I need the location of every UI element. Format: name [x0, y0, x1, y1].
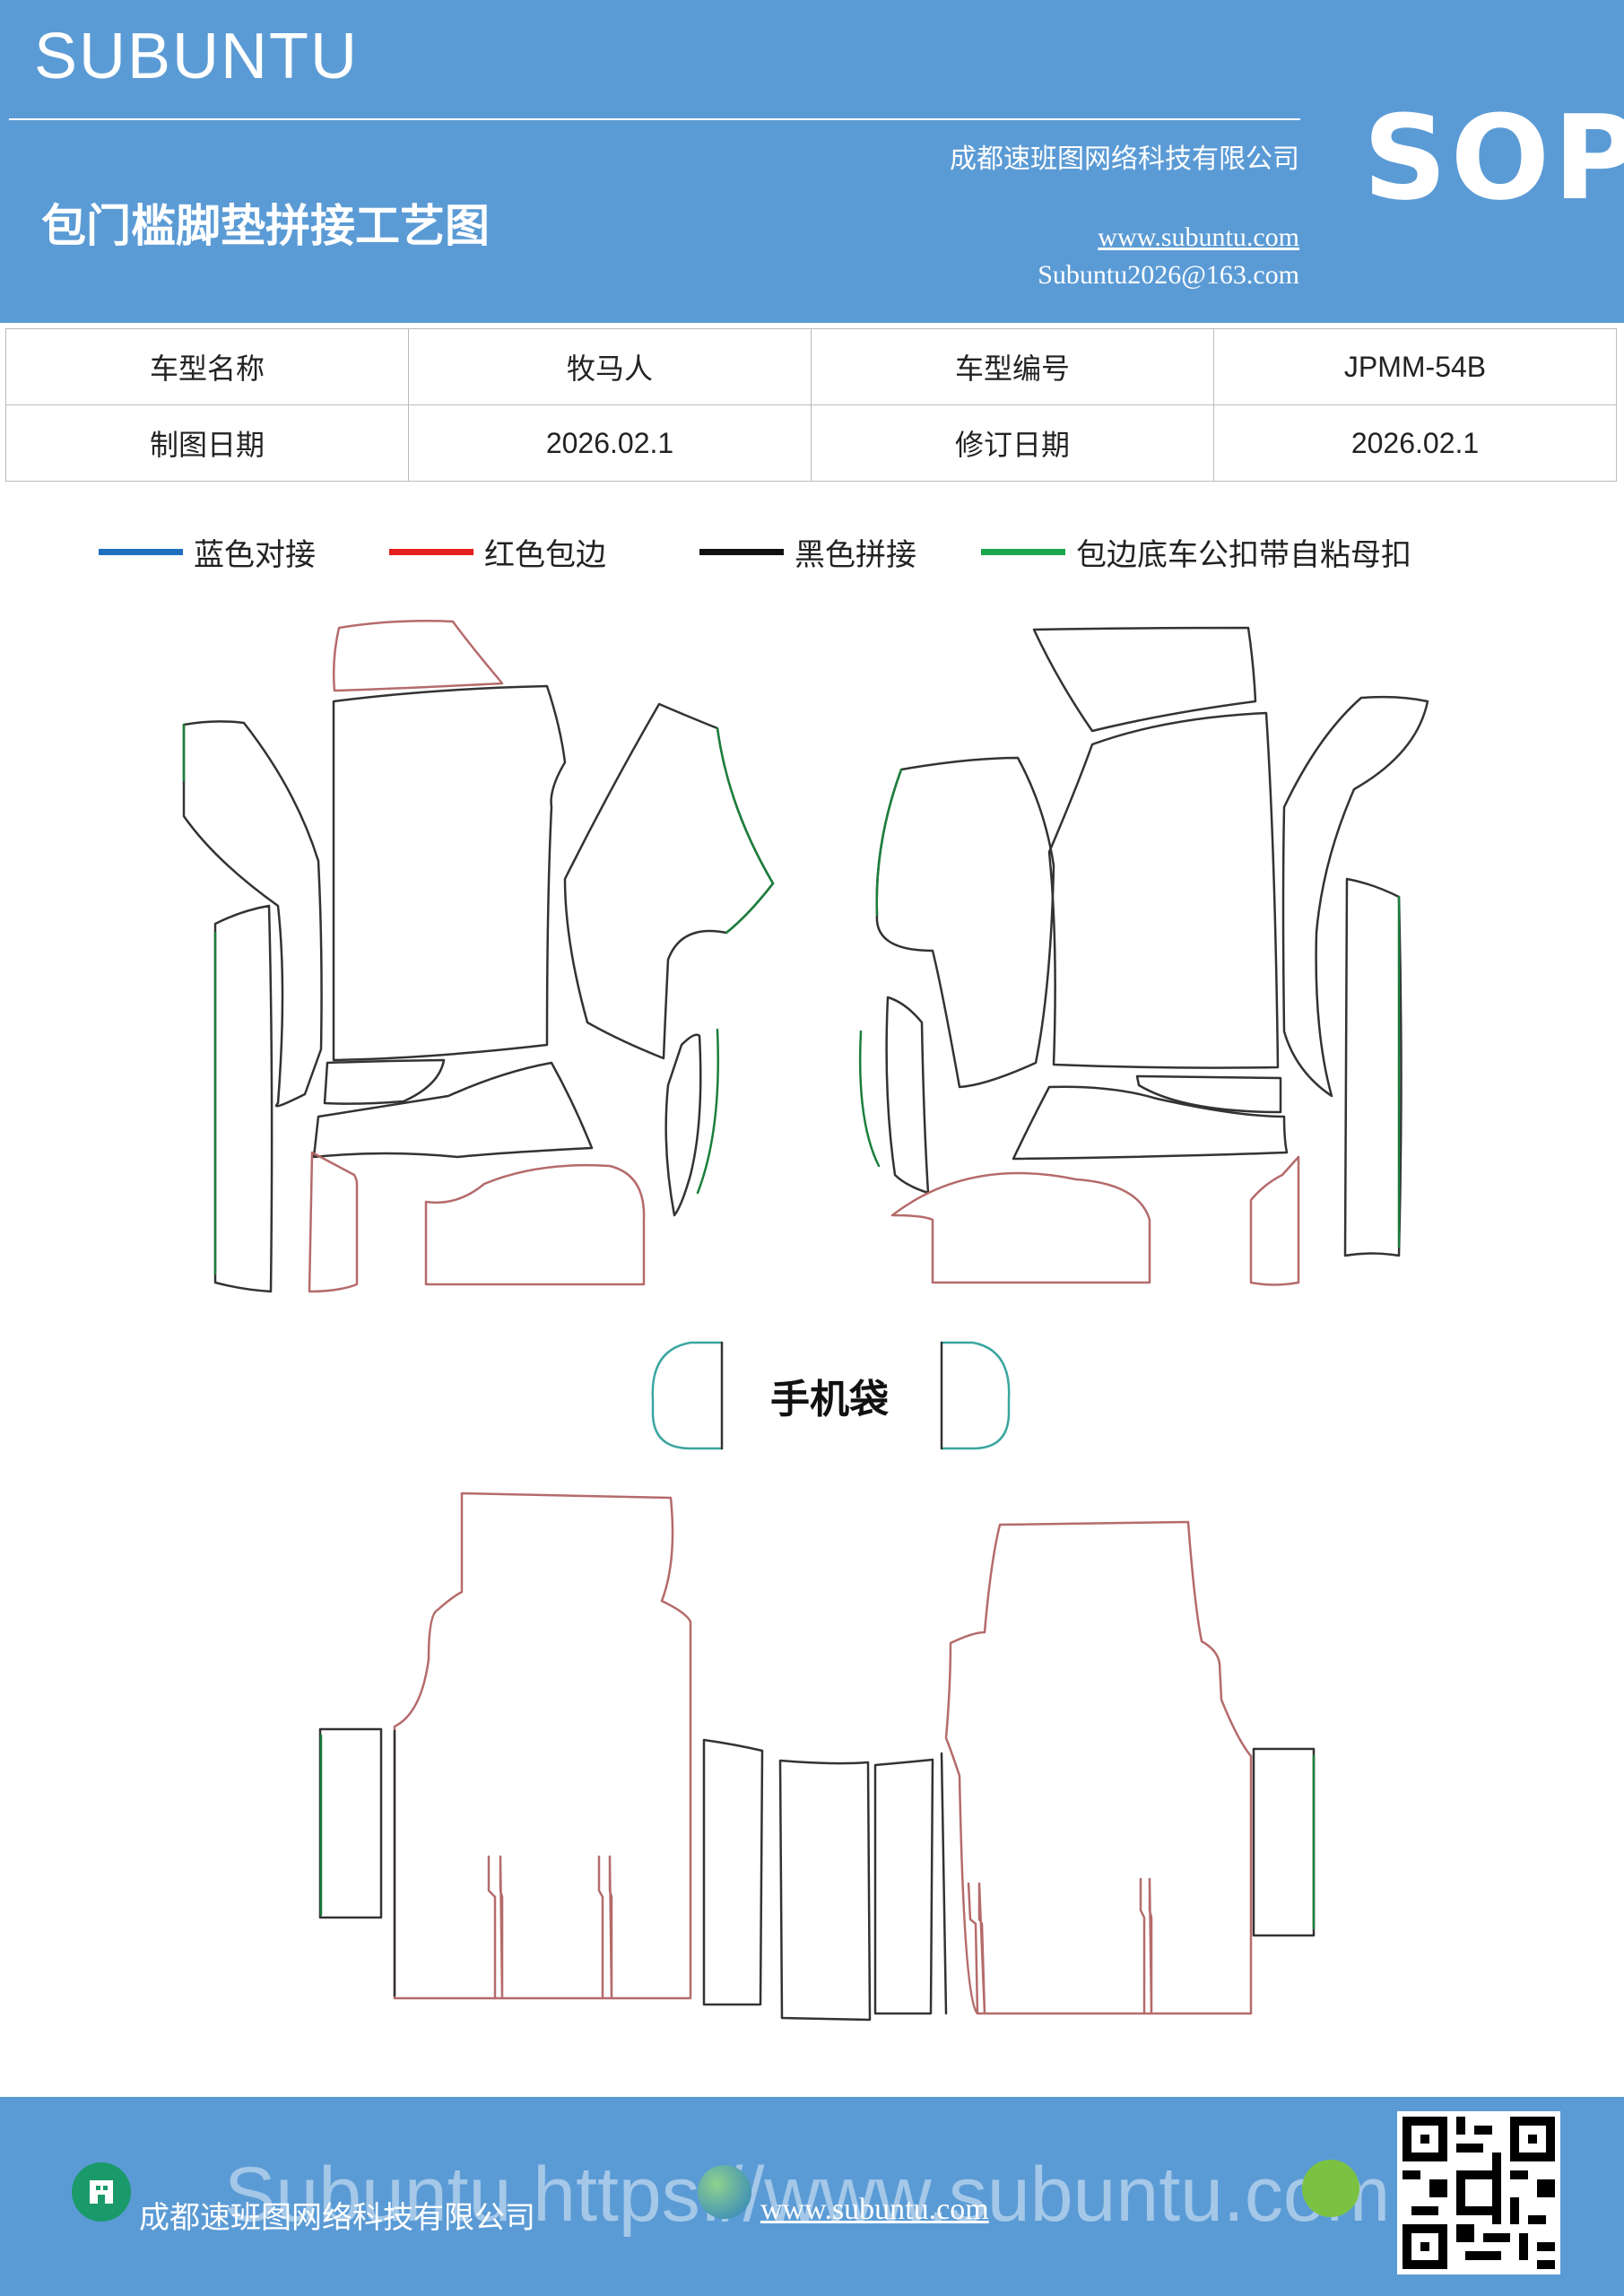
rear-left-mat-group — [318, 1492, 764, 2006]
building-icon — [72, 2162, 131, 2222]
mat-piece-bottom-tray — [1249, 1155, 1300, 1286]
legend-label: 红色包边 — [484, 536, 606, 573]
mat-piece-left-wing — [875, 756, 1055, 1089]
phone-pocket-right — [940, 1341, 1011, 1450]
phone-pocket-left — [651, 1341, 724, 1450]
model-name-value: 牧马人 — [408, 328, 812, 405]
mat-piece-front-floor — [424, 1163, 646, 1286]
document-title: 包门槛脚垫拼接工艺图 — [41, 199, 490, 252]
wechat-icon — [1302, 2160, 1359, 2217]
mat-piece-top-flap — [332, 620, 504, 692]
footer-company-name: 成都速班图网络科技有限公司 — [139, 2200, 535, 2236]
mat-piece-lower-floor — [1012, 1085, 1289, 1161]
left-front-mat-group — [182, 620, 775, 1293]
email-address[interactable]: Subuntu2026@163.com — [1038, 260, 1299, 290]
header-divider — [9, 118, 1300, 120]
legend-swatch-blue — [99, 548, 183, 555]
legend-swatch-green — [981, 548, 1065, 555]
mat-piece-top-flap — [1032, 626, 1257, 733]
mat-piece-sill — [323, 1058, 446, 1105]
legend-label: 蓝色对接 — [194, 536, 316, 573]
rear-mat-side-block — [318, 1727, 383, 1919]
legend-item-black: 黑色拼接 — [699, 529, 916, 574]
rear-mat-vent-right — [1139, 1877, 1153, 2015]
qr-code-icon — [1397, 2111, 1560, 2274]
revise-date-label: 修订日期 — [811, 404, 1214, 482]
rear-mat-main — [944, 1520, 1253, 2015]
draw-date-value: 2026.02.1 — [408, 404, 812, 482]
rear-mat-tunnel-strip — [702, 1738, 764, 2006]
rear-mat-vent-right — [597, 1855, 613, 2000]
mat-piece-right-wing — [563, 702, 775, 1060]
mat-piece-front-floor — [890, 1171, 1151, 1284]
model-code-value: JPMM-54B — [1213, 328, 1617, 405]
phone-pocket-group — [651, 1341, 1011, 1450]
phone-pocket-label: 手机袋 — [770, 1377, 889, 1422]
right-front-mat-group — [858, 626, 1429, 1286]
mat-pattern-drawing: 手机袋 — [182, 620, 1429, 2022]
draw-date-label: 制图日期 — [5, 404, 409, 482]
website-link[interactable]: www.subuntu.com — [1098, 222, 1299, 252]
mat-piece-kick — [885, 996, 930, 1195]
model-code-label: 车型编号 — [811, 328, 1214, 405]
legend-swatch-red — [389, 548, 473, 555]
revise-date-value: 2026.02.1 — [1213, 404, 1617, 482]
rear-mat-main — [393, 1492, 692, 2000]
table-row: 制图日期 2026.02.1 修订日期 2026.02.1 — [5, 404, 1617, 482]
legend-swatch-black — [699, 548, 784, 555]
mat-piece-main-center — [332, 684, 567, 1062]
rear-center-right — [873, 1758, 934, 2015]
sop-badge: SOP — [1363, 90, 1624, 226]
rear-center-mat-group — [778, 1758, 934, 2022]
rear-right-mat-group — [940, 1520, 1316, 2015]
rear-mat-side-block — [1252, 1747, 1316, 1937]
mat-edge-right-wing — [716, 726, 775, 935]
model-name-label: 车型名称 — [5, 328, 409, 405]
footer-watermark: Subuntu https://www.subuntu.com — [224, 2152, 1391, 2238]
color-legend: 蓝色对接 红色包边 黑色拼接 包边底车公扣带自粘母扣 — [0, 529, 1624, 574]
legend-item-blue: 蓝色对接 — [99, 529, 316, 574]
mat-piece-bottom-tray — [308, 1151, 359, 1293]
footer-banner: Subuntu https://www.subuntu.com 成都速班图网络科… — [0, 2097, 1624, 2296]
mat-piece-right-wing — [1281, 695, 1429, 1098]
mat-edge-left-wing — [875, 768, 903, 917]
mat-piece-kick — [664, 1033, 702, 1217]
mat-edge-kick — [858, 1030, 881, 1168]
mat-piece-right-strip — [1343, 877, 1403, 1257]
legend-item-green: 包边底车公扣带自粘母扣 — [981, 529, 1411, 574]
globe-icon — [698, 2165, 751, 2219]
mat-piece-lower-floor — [312, 1061, 594, 1159]
legend-label: 包边底车公扣带自粘母扣 — [1076, 536, 1411, 573]
rear-mat-seam — [940, 1752, 948, 2015]
footer-website-link[interactable]: www.subuntu.com — [760, 2193, 989, 2226]
legend-item-red: 红色包边 — [389, 529, 606, 574]
mat-piece-left-wing — [182, 720, 323, 1108]
brand-logo: SUBUNTU — [34, 21, 360, 92]
info-table: 车型名称 牧马人 车型编号 JPMM-54B 制图日期 2026.02.1 修订… — [5, 328, 1617, 482]
mat-piece-main-center — [1047, 711, 1280, 1069]
table-row: 车型名称 牧马人 车型编号 JPMM-54B — [5, 328, 1617, 405]
company-name: 成都速班图网络科技有限公司 — [950, 144, 1299, 175]
mat-piece-sill — [1135, 1074, 1282, 1114]
mat-edge-kick — [696, 1028, 720, 1195]
rear-center-left — [778, 1759, 872, 2022]
legend-label: 黑色拼接 — [795, 536, 916, 573]
mat-piece-left-strip — [213, 904, 274, 1293]
rear-mat-vent-left — [967, 1882, 986, 2015]
header-banner: SUBUNTU 包门槛脚垫拼接工艺图 成都速班图网络科技有限公司 www.sub… — [0, 0, 1624, 323]
rear-mat-vent-left — [487, 1855, 504, 2000]
